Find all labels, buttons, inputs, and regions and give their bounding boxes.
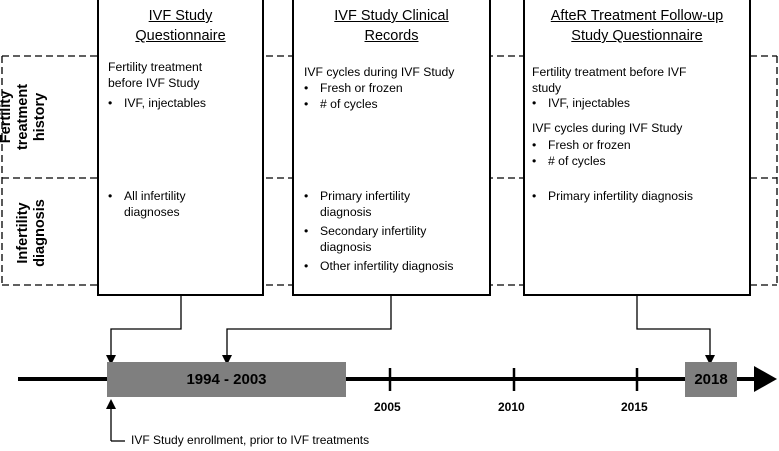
fertility-history-heading: IVF cycles during IVF Study bbox=[304, 65, 454, 81]
heading-line: study bbox=[532, 80, 562, 95]
bullet-item: All infertility diagnoses bbox=[108, 189, 186, 220]
heading-line: IVF cycles during IVF Study bbox=[304, 65, 455, 79]
row-label-line: Fertility bbox=[0, 90, 14, 144]
enrollment-arrowhead bbox=[106, 399, 116, 409]
study-period-bar: 1994 - 2003 bbox=[107, 362, 346, 397]
bullet-line: All infertility bbox=[124, 189, 186, 203]
bullet-item: Primary infertility diagnosis bbox=[532, 189, 693, 205]
bullet-item: Secondary infertility diagnosis bbox=[304, 224, 427, 255]
connector-questionnaire bbox=[110, 296, 182, 357]
column-title-line: Study Questionnaire bbox=[571, 28, 703, 44]
timeline-arrowhead bbox=[754, 366, 777, 392]
column-ivf-study-questionnaire: IVF Study Questionnaire Fertility treatm… bbox=[97, 0, 264, 296]
column-title-line: Questionnaire bbox=[135, 28, 226, 44]
bullet-item: Fresh or frozen bbox=[532, 138, 631, 154]
tick-label-2005: 2005 bbox=[374, 400, 401, 414]
study-period-label: 1994 - 2003 bbox=[186, 371, 267, 388]
column-title: AfteR Treatment Follow-up Study Question… bbox=[525, 6, 749, 46]
bullet-line: Secondary infertility bbox=[320, 224, 427, 238]
end-year-label: 2018 bbox=[694, 371, 728, 388]
bullet-item: Primary infertility diagnosis bbox=[304, 189, 411, 220]
column-title: IVF Study Questionnaire bbox=[99, 6, 262, 46]
tick-label-2015: 2015 bbox=[621, 400, 648, 414]
bullet-item: IVF, injectables bbox=[532, 96, 630, 112]
fertility-history-heading-2: IVF cycles during IVF Study bbox=[532, 121, 682, 137]
heading-line: before IVF Study bbox=[108, 75, 200, 90]
bullet-item: Other infertility diagnosis bbox=[304, 259, 454, 275]
column-after-treatment-follow-up: AfteR Treatment Follow-up Study Question… bbox=[523, 0, 751, 296]
fertility-history-heading: Fertility treatment before IVF Study bbox=[108, 60, 202, 91]
row-label-fertility-history: Fertility treatment history bbox=[0, 76, 50, 158]
enrollment-note: IVF Study enrollment, prior to IVF treat… bbox=[131, 433, 370, 447]
row-label-line: treatment bbox=[15, 83, 31, 151]
heading-line: Fertility treatment before IVF bbox=[532, 65, 687, 79]
fertility-history-heading: Fertility treatment before IVF study bbox=[532, 65, 686, 96]
connector-followup-arrowhead bbox=[705, 355, 715, 365]
connector-questionnaire-arrowhead bbox=[106, 355, 116, 365]
row-label-line: diagnosis bbox=[32, 199, 48, 267]
column-ivf-study-clinical-records: IVF Study Clinical Records IVF cycles du… bbox=[292, 0, 491, 296]
bullet-item: # of cycles bbox=[304, 97, 377, 113]
heading-line: IVF cycles during IVF Study bbox=[532, 121, 683, 135]
column-title-line: IVF Study Clinical bbox=[334, 8, 449, 24]
connector-clinical-records-arrowhead bbox=[222, 355, 232, 365]
end-year-bar: 2018 bbox=[685, 362, 737, 397]
bullet-item: # of cycles bbox=[532, 154, 605, 170]
row-label-line: history bbox=[32, 92, 48, 142]
bullet-line: Primary infertility bbox=[320, 189, 411, 203]
bullet-item: IVF, injectables bbox=[108, 96, 206, 112]
bullet-line: diagnosis bbox=[320, 239, 372, 254]
heading-line: Fertility treatment bbox=[108, 60, 203, 74]
bullet-line: Primary infertility diagnosis bbox=[548, 189, 693, 203]
bullet-line: diagnoses bbox=[124, 204, 180, 219]
column-title: IVF Study Clinical Records bbox=[294, 6, 489, 46]
row-label-infertility-diagnosis: Infertility diagnosis bbox=[15, 192, 51, 274]
column-title-line: Records bbox=[364, 28, 419, 44]
column-title-line: IVF Study bbox=[148, 8, 213, 24]
connector-clinical-records bbox=[226, 296, 392, 357]
bullet-item: Fresh or frozen bbox=[304, 81, 403, 97]
bullet-line: Other infertility diagnosis bbox=[320, 259, 454, 273]
connector-followup bbox=[636, 296, 711, 357]
tick-label-2010: 2010 bbox=[498, 400, 525, 414]
column-title-line: AfteR Treatment Follow-up bbox=[550, 8, 724, 24]
row-label-line: Infertility bbox=[15, 202, 31, 264]
bullet-line: diagnosis bbox=[320, 204, 372, 219]
